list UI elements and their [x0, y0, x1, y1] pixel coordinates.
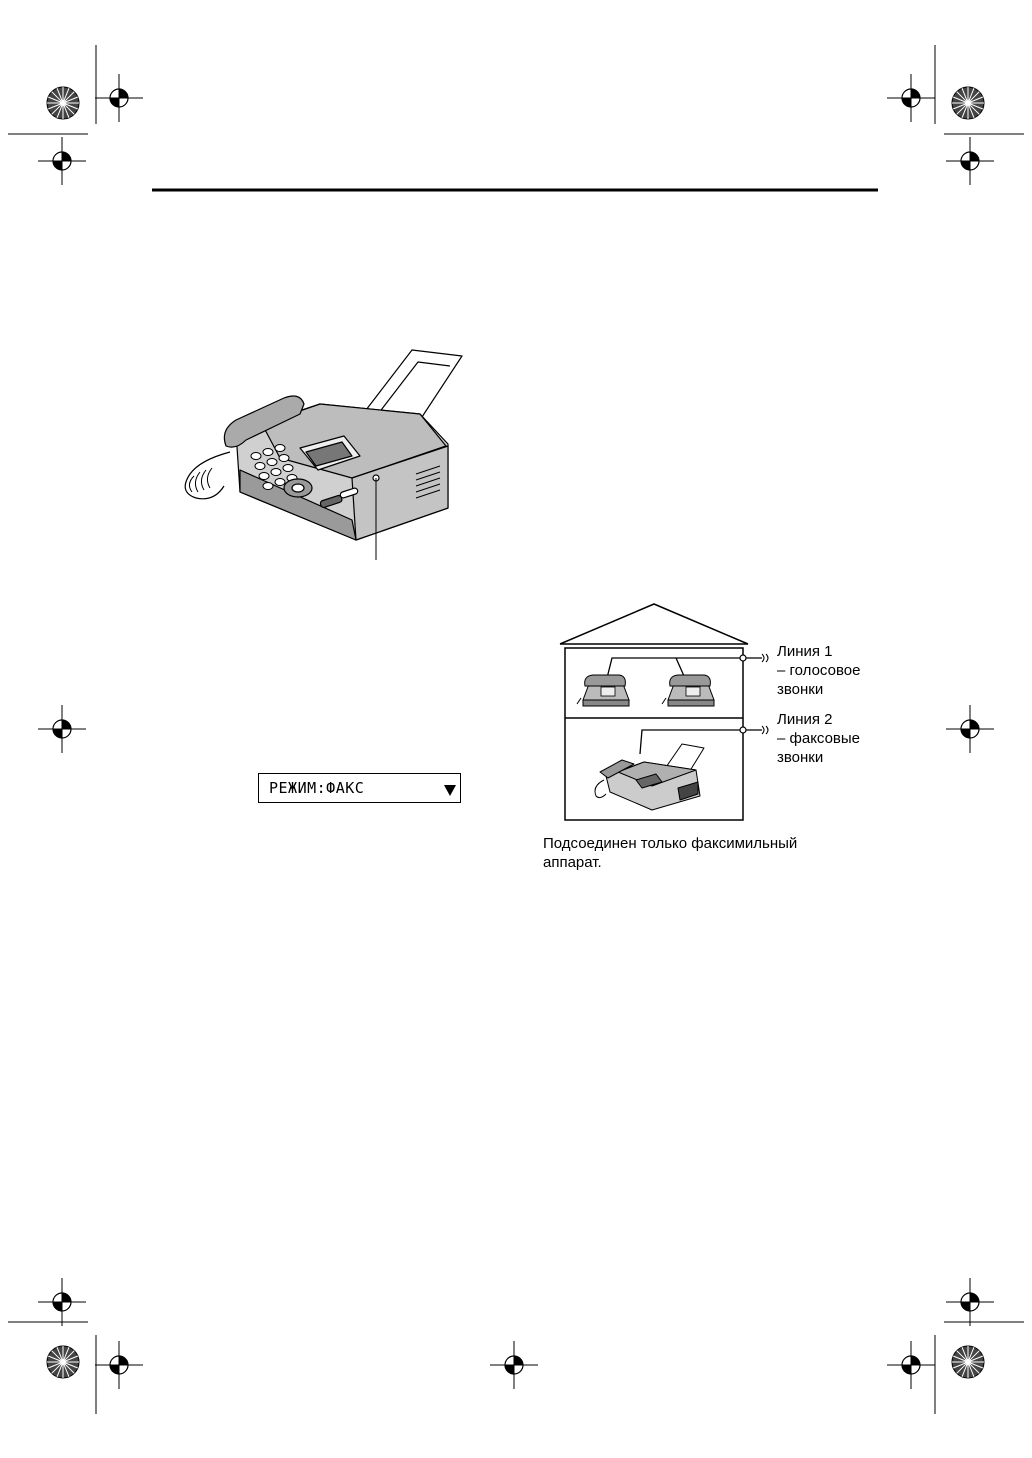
line2-desc1: – факсовые	[777, 730, 861, 747]
line2-label: Линия 2 – факсовые звонки	[777, 710, 860, 767]
line2-desc2: звонки	[777, 749, 824, 766]
line2-jack	[739, 726, 747, 734]
lcd-display-text: РЕЖИМ:ФАКС	[269, 779, 365, 797]
house-roof	[559, 603, 749, 645]
line1-desc1: – голосовое	[777, 662, 861, 679]
line1-jack	[739, 654, 747, 662]
line1-title: Линия 1	[777, 643, 833, 660]
lcd-display: РЕЖИМ:ФАКС	[258, 773, 461, 803]
diagram-caption: Подсоединен только факсимильный аппарат.	[543, 834, 797, 872]
line2-title: Линия 2	[777, 711, 833, 728]
registration-marks	[8, 45, 1024, 1414]
fax-machine-illustration	[184, 349, 463, 560]
caption-line-2: аппарат.	[543, 854, 602, 871]
line1-desc2: звонки	[777, 681, 824, 698]
line1-label: Линия 1 – голосовое звонки	[777, 642, 860, 699]
small-fax-illustration	[594, 743, 705, 811]
scroll-down-arrow-icon	[444, 785, 456, 796]
caption-line-1: Подсоединен только факсимильный	[543, 835, 798, 852]
